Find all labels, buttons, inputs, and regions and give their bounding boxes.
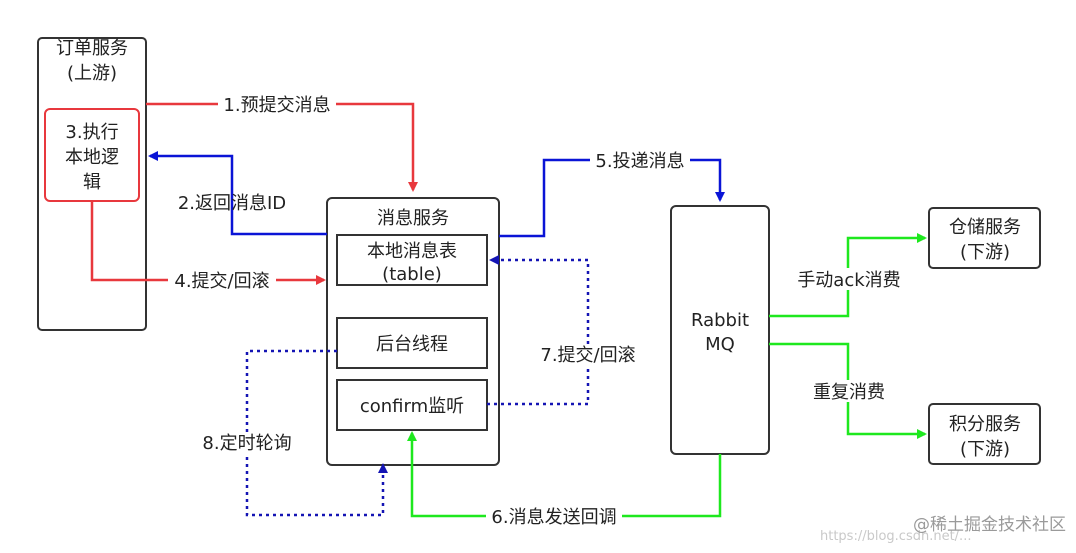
local-logic-label-1: 3.执行 bbox=[65, 122, 118, 143]
edge-1-label: 1.预提交消息 bbox=[223, 95, 330, 116]
rabbitmq-box: Rabbit MQ bbox=[670, 205, 770, 455]
edge-2-label-group: 2.返回消息ID bbox=[178, 193, 286, 214]
edge-2-return-id bbox=[148, 151, 327, 236]
warehouse-service-box: 仓储服务 (下游) bbox=[928, 207, 1041, 269]
edge-7-label: 7.提交/回滚 bbox=[540, 345, 635, 366]
manual-ack-label: 手动ack消费 bbox=[797, 270, 900, 291]
points-label-2: (下游) bbox=[960, 439, 1010, 460]
message-service-title: 消息服务 bbox=[377, 208, 449, 229]
local-logic-box: 3.执行 本地逻 辑 bbox=[44, 108, 140, 202]
backend-thread-label: 后台线程 bbox=[376, 334, 448, 355]
watermark-faint: https://blog.csdn.net/... bbox=[820, 529, 971, 544]
edge-1-label-group: 1.预提交消息 bbox=[218, 93, 336, 116]
edge-1-precommit bbox=[146, 102, 418, 192]
local-message-table-box: 本地消息表 (table) bbox=[336, 234, 488, 286]
repeat-label-group: 重复消费 bbox=[804, 380, 894, 403]
rabbitmq-label-1: Rabbit bbox=[691, 310, 749, 331]
watermark-text: @稀土掘金技术社区 bbox=[913, 515, 1066, 535]
backend-thread-box: 后台线程 bbox=[336, 317, 488, 369]
manual-ack-label-group: 手动ack消费 bbox=[792, 268, 906, 291]
edge-7-commit-rollback bbox=[487, 255, 590, 406]
points-label-1: 积分服务 bbox=[949, 414, 1021, 435]
edge-8-label: 8.定时轮询 bbox=[202, 433, 291, 454]
edge-8-label-group: 8.定时轮询 bbox=[197, 432, 297, 454]
edge-5-label-group: 5.投递消息 bbox=[590, 150, 690, 172]
edge-8-polling bbox=[245, 349, 388, 517]
warehouse-label-1: 仓储服务 bbox=[949, 217, 1021, 238]
confirm-listener-box: confirm监听 bbox=[336, 379, 488, 431]
order-service-label-2: (上游) bbox=[67, 63, 117, 84]
local-table-label-2: (table) bbox=[382, 264, 442, 285]
edge-6-label-group: 6.消息发送回调 bbox=[486, 506, 622, 528]
rabbitmq-label-2: MQ bbox=[705, 334, 735, 355]
warehouse-label-2: (下游) bbox=[960, 242, 1010, 263]
local-logic-label-2: 本地逻 bbox=[65, 147, 119, 168]
edge-5-deliver bbox=[499, 158, 725, 238]
edge-4-label-group: 4.提交/回滚 bbox=[168, 270, 276, 292]
order-service-label-1: 订单服务 bbox=[56, 38, 128, 59]
edge-4-label: 4.提交/回滚 bbox=[174, 271, 269, 292]
edge-6-label: 6.消息发送回调 bbox=[491, 507, 616, 528]
repeat-label: 重复消费 bbox=[813, 382, 885, 403]
confirm-listener-label: confirm监听 bbox=[360, 396, 464, 417]
points-service-box: 积分服务 (下游) bbox=[928, 403, 1041, 465]
edge-2-label: 2.返回消息ID bbox=[178, 193, 286, 214]
edge-7-label-group: 7.提交/回滚 bbox=[533, 344, 643, 366]
local-table-label-1: 本地消息表 bbox=[367, 241, 457, 262]
edge-5-label: 5.投递消息 bbox=[595, 151, 684, 172]
local-logic-label-3: 辑 bbox=[83, 172, 101, 193]
